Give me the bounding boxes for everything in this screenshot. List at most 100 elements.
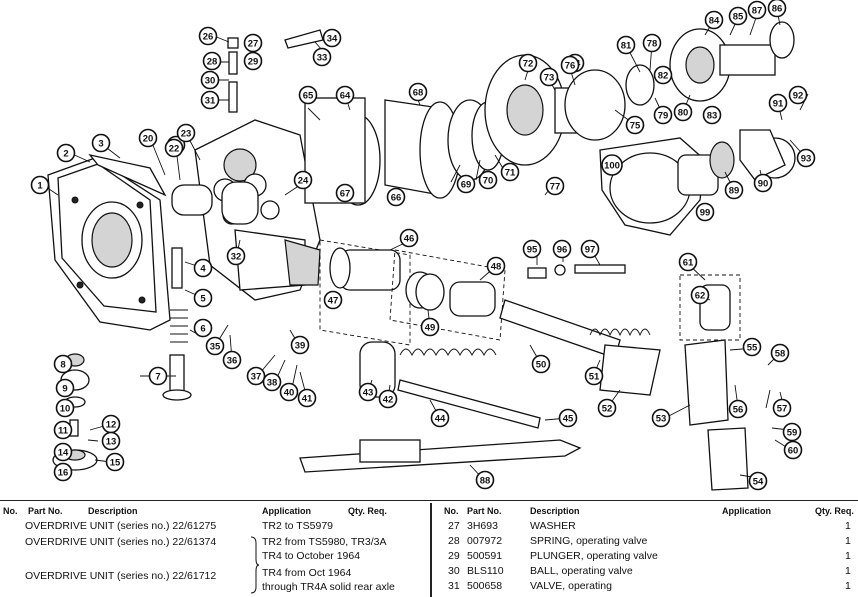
header-qty: Qty. Req. bbox=[348, 506, 387, 516]
callout-48: 48 bbox=[486, 256, 506, 276]
callout-number: 59 bbox=[787, 427, 798, 438]
callout-number: 5 bbox=[200, 293, 206, 304]
unit-application-1: TR2 to TS5979 bbox=[262, 520, 334, 532]
callout-circle bbox=[702, 105, 722, 125]
callout-number: 10 bbox=[60, 403, 71, 414]
callout-number: 36 bbox=[227, 355, 238, 366]
callout-number: 41 bbox=[302, 393, 313, 404]
row-29-qty: 1 bbox=[845, 550, 851, 562]
callout-circle bbox=[678, 252, 698, 272]
callout-number: 87 bbox=[752, 5, 763, 16]
callout-number: 33 bbox=[317, 52, 328, 63]
callout-circle bbox=[53, 420, 73, 440]
callout-23: 23 bbox=[176, 123, 196, 143]
callout-circle bbox=[420, 317, 440, 337]
callout-number: 100 bbox=[604, 160, 620, 171]
callout-number: 29 bbox=[248, 56, 259, 67]
callout-4: 4 bbox=[193, 258, 213, 278]
callout-number: 2 bbox=[63, 148, 68, 159]
callout-67: 67 bbox=[335, 183, 355, 203]
callout-88: 88 bbox=[475, 470, 495, 490]
callout-number: 57 bbox=[777, 403, 788, 414]
callout-circle bbox=[651, 408, 671, 428]
callout-circle bbox=[753, 173, 773, 193]
callout-86: 86 bbox=[767, 0, 787, 18]
callout-number: 7 bbox=[155, 371, 160, 382]
callout-50: 50 bbox=[531, 354, 551, 374]
unit-application-3a: TR4 from Oct 1964 bbox=[262, 567, 352, 579]
callout-27: 27 bbox=[243, 33, 263, 53]
callout-30: 30 bbox=[200, 70, 220, 90]
callout-64: 64 bbox=[335, 85, 355, 105]
callout-circle bbox=[584, 366, 604, 386]
callout-60: 60 bbox=[783, 440, 803, 460]
callout-number: 13 bbox=[106, 436, 117, 447]
callout-circle bbox=[358, 382, 378, 402]
unit-application-2b: TR4 to October 1964 bbox=[262, 550, 361, 562]
callout-96: 96 bbox=[552, 239, 572, 259]
row-27-description: WASHER bbox=[530, 520, 576, 532]
callout-number: 26 bbox=[203, 31, 214, 42]
callout-53: 53 bbox=[651, 408, 671, 428]
callout-circle bbox=[642, 33, 662, 53]
callout-number: 73 bbox=[544, 72, 555, 83]
callout-37: 37 bbox=[246, 366, 266, 386]
callout-number: 44 bbox=[435, 413, 446, 424]
callout-number: 86 bbox=[772, 3, 783, 14]
callout-12: 12 bbox=[101, 414, 121, 434]
callout-circle bbox=[222, 350, 242, 370]
pump-shaft bbox=[499, 299, 661, 396]
callout-number: 67 bbox=[340, 188, 351, 199]
callout-number: 39 bbox=[295, 340, 306, 351]
callout-circle bbox=[673, 102, 693, 122]
callout-number: 60 bbox=[788, 445, 799, 456]
callout-92: 92 bbox=[788, 85, 808, 105]
callout-20: 20 bbox=[138, 128, 158, 148]
unit-application-2a: TR2 from TS5980, TR3/3A bbox=[262, 536, 387, 548]
callout-number: 49 bbox=[425, 322, 436, 333]
callout-number: 81 bbox=[621, 40, 632, 51]
bracket-plate bbox=[679, 274, 749, 491]
header-no-right: No. bbox=[444, 506, 459, 516]
callout-number: 64 bbox=[340, 90, 351, 101]
callout-number: 51 bbox=[589, 371, 600, 382]
callout-68: 68 bbox=[408, 82, 428, 102]
row-27-part-no: 3H693 bbox=[467, 520, 498, 532]
callout-number: 37 bbox=[251, 371, 262, 382]
callout-93: 93 bbox=[796, 148, 816, 168]
row-30-no: 30 bbox=[448, 565, 460, 577]
callout-56: 56 bbox=[728, 399, 748, 419]
callout-number: 93 bbox=[801, 153, 812, 164]
callout-number: 96 bbox=[557, 244, 568, 255]
callout-circle bbox=[560, 55, 580, 75]
callout-number: 28 bbox=[207, 56, 218, 67]
callout-14: 14 bbox=[53, 442, 73, 462]
callout-circle bbox=[193, 318, 213, 338]
callout-circle bbox=[580, 239, 600, 259]
callout-circle bbox=[246, 366, 266, 386]
callout-number: 43 bbox=[363, 387, 374, 398]
callout-number: 48 bbox=[491, 261, 502, 272]
unit-description-1: OVERDRIVE UNIT (series no.) 22/61275 bbox=[25, 520, 217, 532]
row-29-description: PLUNGER, operating valve bbox=[530, 550, 658, 562]
callout-83: 83 bbox=[702, 105, 722, 125]
adapter-plate bbox=[47, 153, 171, 331]
callout-85: 85 bbox=[728, 6, 748, 26]
callout-number: 76 bbox=[565, 60, 576, 71]
callout-16: 16 bbox=[53, 462, 73, 482]
callout-circle bbox=[768, 93, 788, 113]
callout-35: 35 bbox=[205, 336, 225, 356]
callout-circle bbox=[399, 228, 419, 248]
callout-circle bbox=[539, 67, 559, 87]
row-27-no: 27 bbox=[448, 520, 460, 532]
callout-40: 40 bbox=[279, 382, 299, 402]
callout-number: 46 bbox=[404, 233, 415, 244]
callout-circle bbox=[101, 431, 121, 451]
output-gear-cluster bbox=[625, 21, 795, 106]
callout-24: 24 bbox=[293, 170, 313, 190]
callout-number: 85 bbox=[733, 11, 744, 22]
callout-89: 89 bbox=[724, 180, 744, 200]
callout-number: 92 bbox=[793, 90, 804, 101]
valve-stem bbox=[162, 247, 192, 401]
parts-drawing bbox=[42, 9, 809, 491]
